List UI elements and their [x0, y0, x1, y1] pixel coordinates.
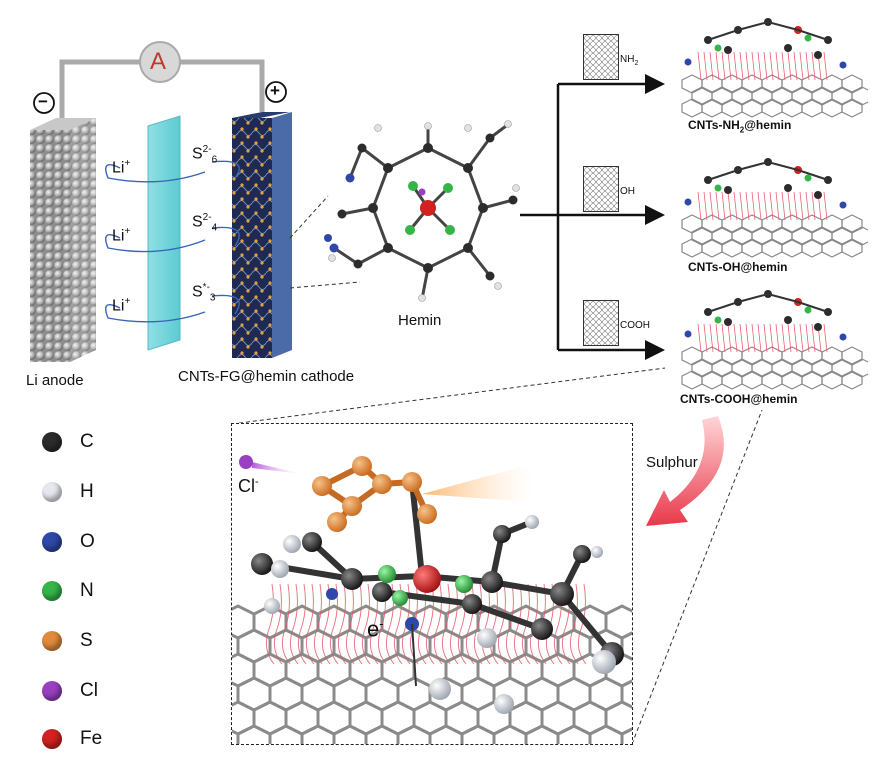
functional-group-label: OH [620, 186, 635, 197]
li-anode-side [70, 118, 96, 362]
battery-schematic [30, 41, 361, 362]
li-anode [30, 130, 70, 362]
li-ion-label: Li+ [112, 296, 131, 315]
inset-illustration [232, 455, 632, 744]
legend-item-label: S [80, 630, 93, 651]
legend-item-label: H [80, 481, 94, 502]
legend-item-label: C [80, 431, 94, 452]
sulphur-label: Sulphur [646, 454, 698, 471]
functional-group-label: NH2 [620, 54, 639, 67]
legend-item-label: N [80, 580, 94, 601]
cathode-side [272, 112, 292, 358]
legend-item: N [42, 580, 94, 602]
electron-label: e- [367, 616, 384, 642]
li-ion-label: Li+ [112, 158, 131, 177]
legend-item: C [42, 431, 94, 453]
legend-item-label: Fe [80, 728, 103, 749]
functional-group-label: COOH [620, 320, 650, 331]
atom-swatch [42, 482, 62, 502]
li-ion-label: Li+ [112, 226, 131, 245]
li-anode-top [30, 118, 96, 130]
legend-item-label: Cl [80, 680, 98, 701]
anode-label: Li anode [26, 372, 84, 389]
polysulfide-label: S*-3 [192, 282, 216, 304]
circuit-wire-right [180, 59, 265, 112]
cnt-functional-group-box [583, 34, 619, 80]
legend-item: H [42, 481, 94, 503]
legend-item: Fe [42, 728, 102, 750]
circuit-wire-left [59, 59, 140, 132]
atom-swatch [42, 681, 62, 701]
cnt-functional-group-box [583, 300, 619, 346]
ammeter-label: A [150, 48, 167, 75]
product-label: CNTs-NH2@hemin [688, 118, 792, 135]
ammeter [139, 41, 181, 83]
product-label: CNTs-OH@hemin [688, 260, 788, 274]
plus-label: + [270, 81, 280, 100]
hemin-label: Hemin [398, 312, 442, 329]
legend-item: S [42, 630, 93, 652]
atom-swatch [42, 631, 62, 651]
hemin-molecule [324, 120, 520, 302]
product-structures [681, 18, 868, 390]
sulphur-arrow [646, 416, 724, 526]
minus-terminal [33, 92, 55, 114]
atom-swatch [42, 532, 62, 552]
legend-item: O [42, 531, 95, 553]
atom-swatch [42, 432, 62, 452]
cnt-functional-group-box [583, 166, 619, 212]
polysulfide-label: S2-6 [192, 144, 218, 166]
separator [147, 115, 181, 351]
legend-item: Cl [42, 680, 98, 702]
cathode-label: CNTs-FG@hemin cathode [178, 368, 355, 385]
branch-arrows [520, 74, 665, 360]
atom-swatch [42, 729, 62, 749]
cathode [232, 118, 272, 358]
cathode-top [232, 112, 290, 118]
polysulfide-label: S2-4 [192, 212, 218, 234]
chloride-label: Cl- [238, 476, 259, 496]
atom-swatch [42, 581, 62, 601]
product-label: CNTs-COOH@hemin [680, 392, 798, 406]
inset-panel [231, 423, 633, 745]
plus-terminal [265, 81, 287, 103]
minus-label: − [38, 92, 48, 111]
legend-item-label: O [80, 531, 95, 552]
